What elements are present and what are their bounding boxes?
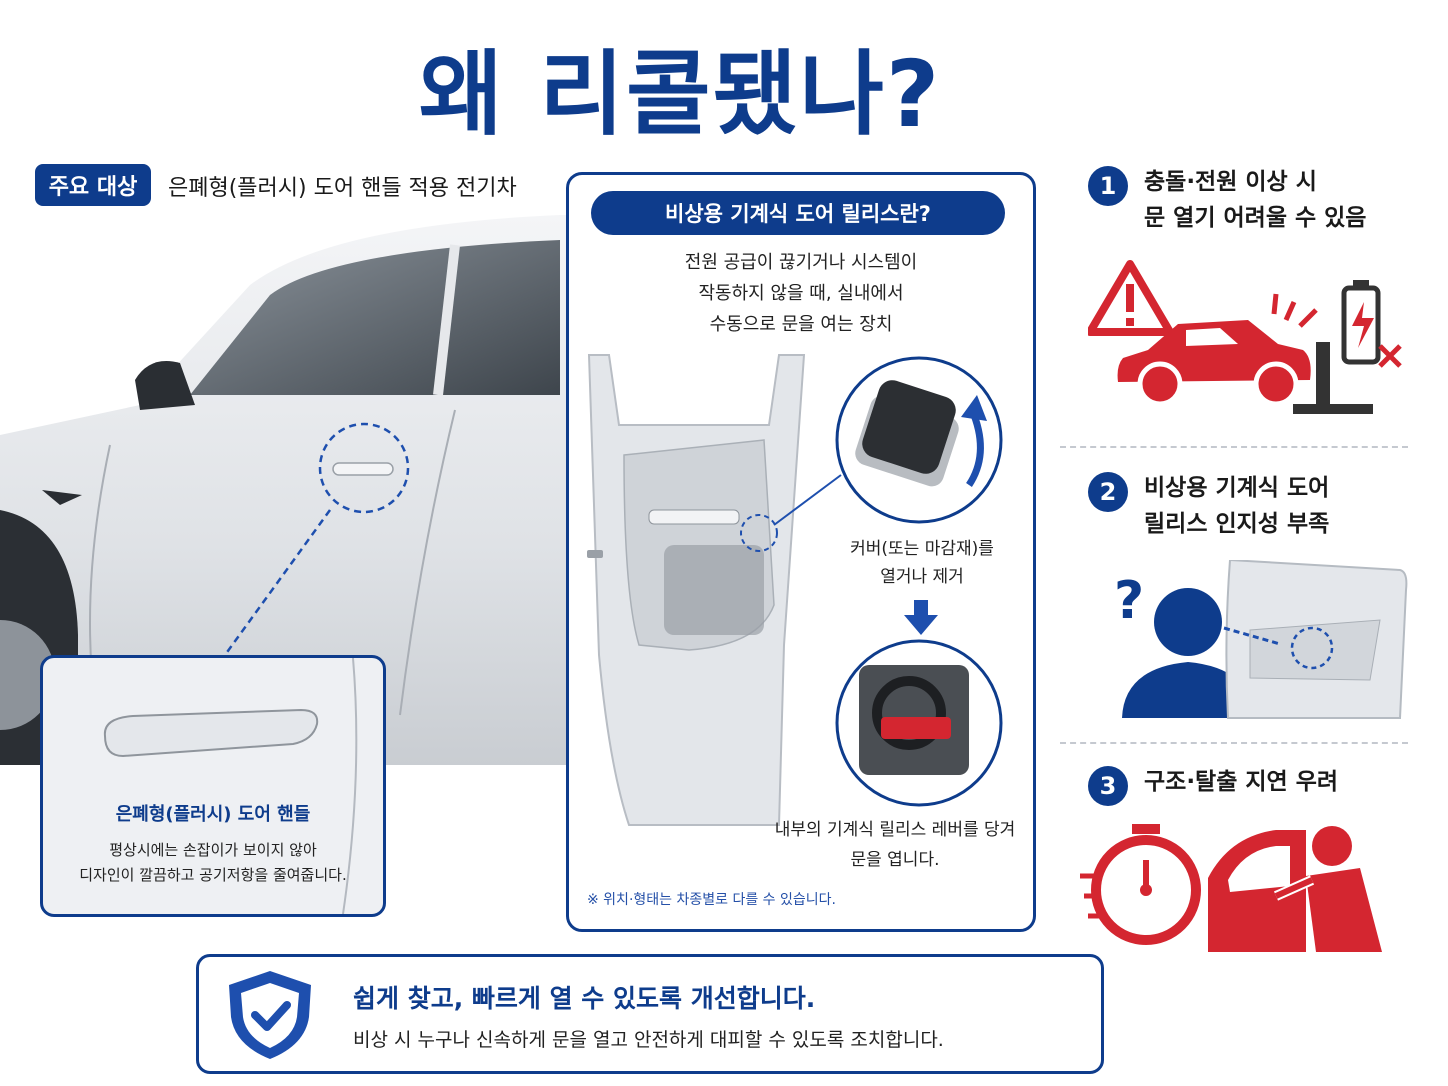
variation-note: ※ 위치·형태는 차종별로 다를 수 있습니다. [587,892,836,908]
improvement-description: 비상 시 누구나 신속하게 문을 열고 안전하게 대피할 수 있도록 조치합니다… [353,1029,944,1051]
zoom-desc-line: 디자인이 깔끔하고 공기저항을 줄여줍니다. [79,866,347,884]
reason-line: 비상용 기계식 도어 [1144,475,1330,501]
handle-highlight-circle [318,422,410,514]
zoom-title: 은폐형(플러시) 도어 핸들 [115,804,311,825]
reason-1-text: 충돌·전원 이상 시 문 열기 어려울 수 있음 [1144,164,1366,236]
reason-divider [1060,742,1408,744]
shield-check-icon [229,971,311,1059]
rescue-delay-icon [1080,824,1382,952]
reason-line: 문 열기 어려울 수 있음 [1144,205,1367,231]
improvement-panel: 쉽게 찾고, 빠르게 열 수 있도록 개선합니다. 비상 시 누구나 신속하게 … [196,954,1104,1074]
target-badge: 주요 대상 [35,164,151,206]
svg-text:?: ? [1114,571,1144,631]
mechanism-description: 전원 공급이 끊기거나 시스템이 작동하지 않을 때, 실내에서 수동으로 문을… [569,247,1033,340]
zoom-description: 평상시에는 손잡이가 보이지 않아 디자인이 깔끔하고 공기저항을 줄여줍니다. [43,838,383,888]
release-location-circle [740,514,778,552]
car-illustration [0,215,570,765]
page-title: 왜 리콜됐나? [418,41,942,148]
firefighter-icon [1208,826,1382,952]
step2-line: 문을 엽니다. [850,850,940,870]
reason-line: 구조·탈출 지연 우려 [1144,769,1339,795]
flush-door-handle [332,462,394,476]
reason-number-1: 1 [1088,166,1128,206]
step2-text: 내부의 기계식 릴리스 레버를 당겨 문을 엽니다. [757,815,1033,875]
step1-line: 커버(또는 마감재)를 [850,539,994,559]
mechanism-desc-line: 작동하지 않을 때, 실내에서 [698,283,904,304]
red-release-lever [881,717,951,739]
mechanical-release-panel: 비상용 기계식 도어 릴리스란? 전원 공급이 끊기거나 시스템이 작동하지 않… [566,172,1036,932]
reason-3-text: 구조·탈출 지연 우려 [1144,764,1338,800]
step2-line: 내부의 기계식 릴리스 레버를 당겨 [774,820,1016,840]
step1-line: 열거나 제거 [880,567,964,587]
reason-number-3: 3 [1088,766,1128,806]
car-mirror [135,361,195,410]
reason-line: 충돌·전원 이상 시 [1144,169,1317,195]
reason-line: 릴리스 인지성 부족 [1144,511,1330,537]
door-interior-illustration [587,354,1003,826]
mechanism-header: 비상용 기계식 도어 릴리스란? [591,191,1005,235]
handle-zoom-panel: 은폐형(플러시) 도어 핸들 평상시에는 손잡이가 보이지 않아 디자인이 깔끔… [40,655,386,917]
zoom-desc-line: 평상시에는 손잡이가 보이지 않아 [109,841,317,859]
mechanism-desc-line: 수동으로 문을 여는 장치 [709,314,893,335]
step1-text: 커버(또는 마감재)를 열거나 제거 [817,535,1027,591]
reason-number-2: 2 [1088,472,1128,512]
zoomed-handle-illustration [103,658,358,914]
reason-divider [1060,446,1408,448]
mechanism-desc-line: 전원 공급이 끊기거나 시스템이 [684,252,918,273]
confused-person-icon: ? [1114,560,1408,719]
target-description: 은폐형(플러시) 도어 핸들 적용 전기차 [168,176,517,201]
car-window [190,240,560,395]
crash-power-failure-icon [1088,260,1402,414]
reason-2-text: 비상용 기계식 도어 릴리스 인지성 부족 [1144,470,1329,542]
stopwatch-icon [1080,824,1201,945]
improvement-title: 쉽게 찾고, 빠르게 열 수 있도록 개선합니다. [353,984,816,1013]
